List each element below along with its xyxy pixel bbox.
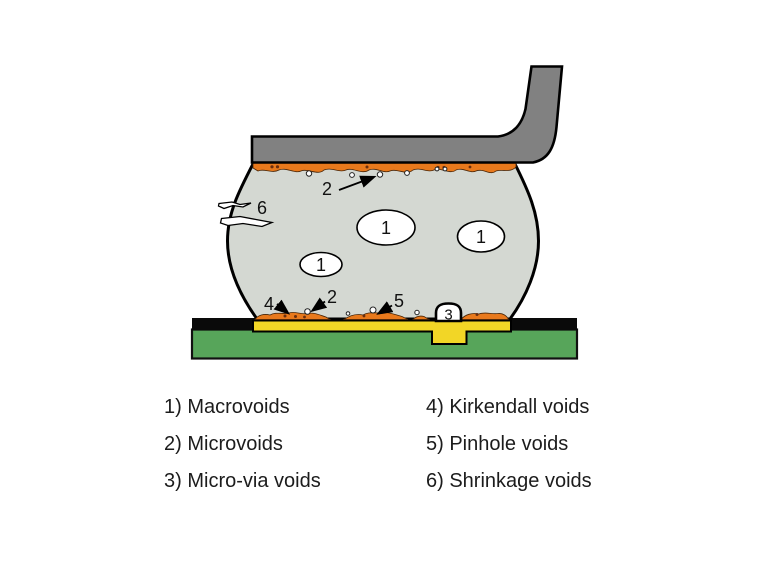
legend-item-shrinkage-voids: 6) Shrinkage voids [426,470,592,492]
top-intermetallic-layer [252,162,517,174]
microvoid-circle [349,172,355,178]
marker-macrovoid-2: 1 [476,227,486,247]
void-dot [362,314,366,318]
microvoid-circle [305,170,313,177]
component-lead [250,65,564,164]
pinhole-void-circle [369,306,377,314]
intermetallic-patch [460,312,510,320]
macrovoid-ellipses [299,209,506,278]
legend-item-pinhole-voids: 5) Pinhole voids [426,433,569,455]
marker-kirkendall: 4 [264,294,274,314]
bottom-intermetallic-patches [254,311,510,320]
arrow-to-pinhole [376,301,394,315]
annotation-arrows [273,175,394,315]
pinhole-void-circle [414,309,420,316]
legend-item-microvoids: 2) Microvoids [164,433,283,455]
void-dot [270,165,274,169]
arrow-to-microvoid-bottom [310,297,328,313]
marker-microvoid-bottom: 2 [327,287,337,307]
microvoid-circle [434,166,440,172]
marker-macrovoid-1: 1 [381,218,391,238]
void-dot [283,314,287,318]
legend-item-macrovoids: 1) Macrovoids [164,396,290,418]
marker-micro-via: 3 [444,307,452,324]
intermetallic-patch [412,315,431,320]
macrovoid-ellipse [356,209,416,246]
micro-void-circles [304,166,458,316]
macrovoid-ellipse [456,220,506,253]
shrinkage-crack [217,201,252,210]
micro-via-dome [434,302,463,323]
arrow-to-kirkendall [273,299,291,315]
void-dot [303,315,306,319]
arrow-to-microvoid-top [338,175,377,191]
marker-macrovoid-3: 1 [316,255,326,275]
void-dot [275,165,280,169]
shrinkage-void-cracks [217,201,275,228]
void-dot [475,313,479,316]
void-dot [468,165,472,169]
legend-item-kirkendall-voids: 4) Kirkendall voids [426,396,590,418]
macrovoid-ellipse [299,251,343,278]
pcb-substrate [190,328,579,360]
microvoid-circle [376,171,384,178]
microvoid-circle [442,166,448,172]
microvoid-circle [404,170,410,176]
marker-pinhole: 5 [394,291,404,311]
void-dot [294,315,297,318]
microvoid-circle [304,308,311,315]
shrinkage-crack [219,215,275,228]
microvoid-circle [345,311,351,316]
void-dot [365,165,369,169]
legend-item-micro-via-voids: 3) Micro-via voids [164,470,321,492]
copper-pad-layer [252,319,512,345]
marker-microvoid-top: 2 [322,179,332,199]
marker-shrinkage: 6 [257,198,267,218]
